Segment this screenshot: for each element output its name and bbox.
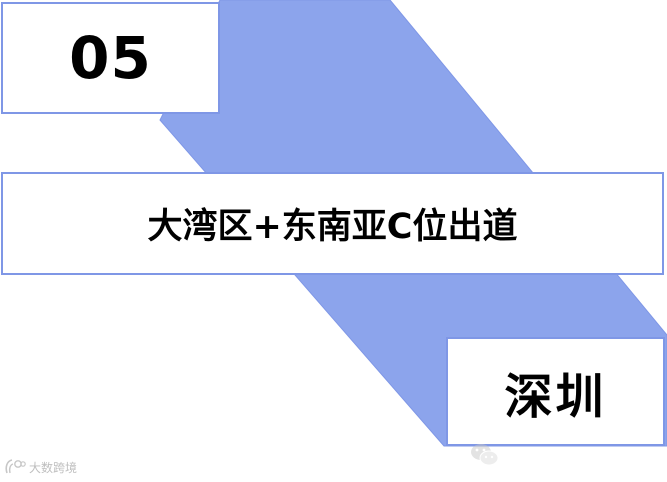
- headline-text: 大湾区+东南亚C位出道: [147, 207, 518, 247]
- city-box: 深圳: [446, 337, 665, 446]
- city-name: 深圳: [504, 368, 607, 425]
- wechat-watermark: [470, 440, 500, 470]
- section-number: 05: [69, 24, 152, 92]
- section-number-box: 05: [1, 2, 220, 114]
- watermark-text: 大数跨境: [29, 460, 78, 475]
- watermark-logo: 大数跨境: [4, 457, 77, 477]
- wechat-icon: [471, 444, 499, 466]
- headline-box: 大湾区+东南亚C位出道: [1, 172, 664, 275]
- logo-icon: [5, 459, 26, 474]
